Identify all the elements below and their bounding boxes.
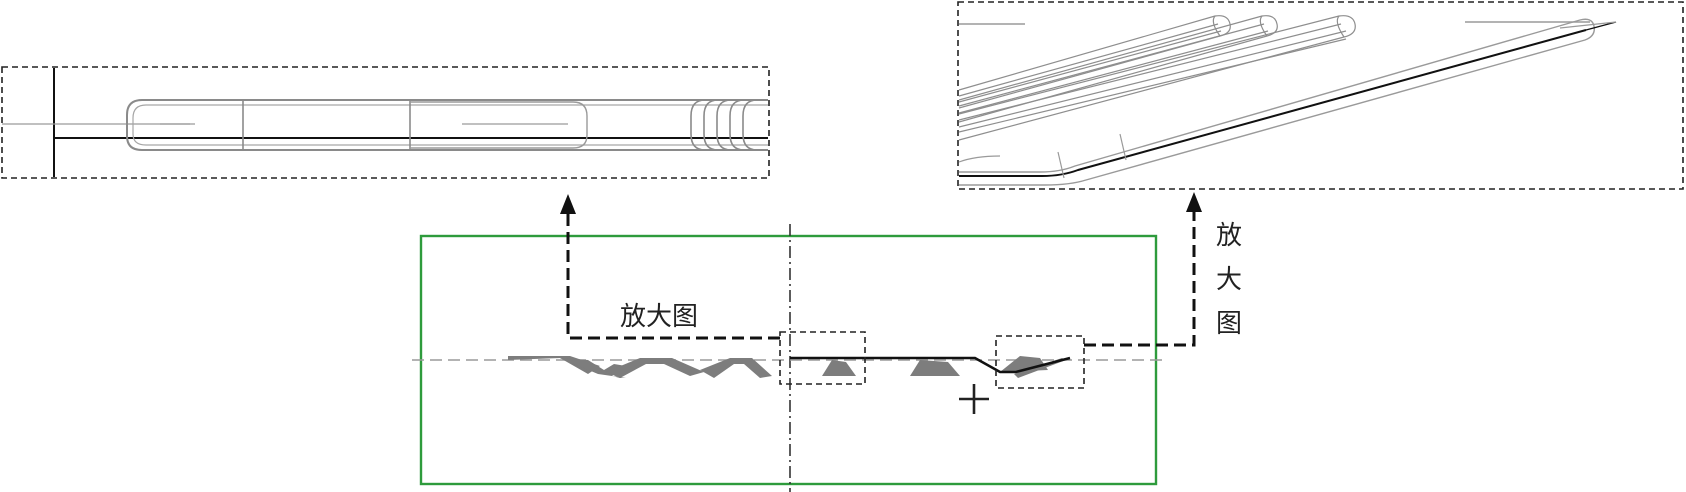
- left-view-end-ring-5: [742, 99, 758, 151]
- left-view-part-outline-outer: [126, 99, 768, 151]
- right-callout-char: 放: [1216, 221, 1242, 251]
- left-view-part-segment: [410, 101, 588, 149]
- left-enlarged-view: [1, 66, 770, 179]
- right-callout-char: 图: [1216, 309, 1242, 339]
- profile-edge-line: [790, 356, 1071, 374]
- right-enlarged-frame: [957, 1, 1684, 190]
- leader-arrow-left: [560, 194, 780, 340]
- cross-section-profile: [508, 356, 1066, 378]
- right-view-base-bar: [958, 18, 1617, 186]
- leader-arrow-right: [1084, 192, 1202, 347]
- left-callout-label: 放大图: [620, 302, 698, 332]
- main-view: [412, 224, 1162, 492]
- left-view-part-outline-inner: [132, 104, 768, 146]
- right-callout-label: 放 大 图: [1216, 221, 1242, 339]
- left-view-end-ring-1: [690, 99, 706, 151]
- left-enlarged-frame: [1, 66, 770, 179]
- crosshair-cursor-icon: [959, 384, 989, 414]
- detail-box-right: [995, 335, 1085, 389]
- left-view-end-ring-4: [729, 99, 745, 151]
- right-callout-char: 大: [1216, 265, 1242, 295]
- left-view-end-ring-2: [703, 99, 719, 151]
- right-enlarged-view: [957, 1, 1684, 190]
- left-view-end-ring-3: [716, 99, 732, 151]
- right-view-rod-bundle: [958, 15, 1356, 141]
- detail-box-left: [779, 331, 866, 385]
